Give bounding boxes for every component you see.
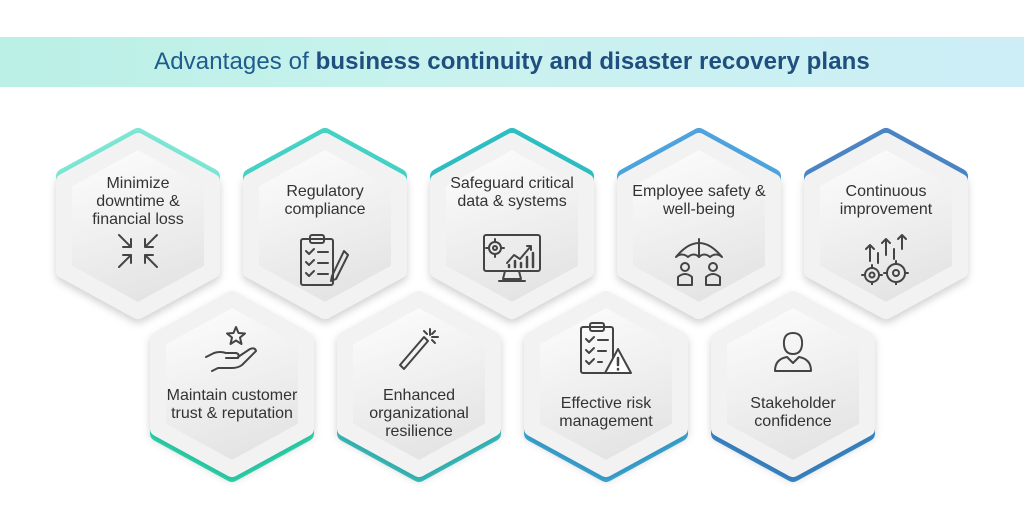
hexagon-card-bottom_row-2: Effective risk management [524, 291, 688, 482]
person-icon [771, 329, 815, 378]
hexagon-card-top_row-3: Employee safety & well-being [617, 128, 781, 319]
hexagon-face [617, 133, 781, 319]
arrows-inward-icon [115, 231, 161, 276]
hexagon-label: Regulatory compliance [284, 183, 366, 218]
magic-wand-icon [394, 323, 444, 378]
hexagon-face [56, 133, 220, 319]
hexagon-label: Safeguard critical data & systems [450, 175, 574, 210]
title-banner: Advantages of business continuity and di… [0, 37, 1024, 87]
hexagon-label: Employee safety & well-being [632, 183, 766, 218]
hexagon-label: Enhanced organizational resilience [369, 387, 469, 440]
hexagon-card-bottom_row-1: Enhanced organizational resilience [337, 291, 501, 482]
clipboard-checklist-icon [298, 233, 352, 294]
hexagon-label: Maintain customer trust & reputation [166, 387, 298, 422]
hexagon-face [430, 133, 594, 319]
hexagon-face [243, 133, 407, 319]
hexagon-card-top_row-1: Regulatory compliance [243, 128, 407, 319]
monitor-gear-chart-icon [481, 231, 543, 290]
hexagon-face [711, 291, 875, 477]
hexagon-shape [804, 128, 968, 319]
hexagon-face [150, 291, 314, 477]
hexagon-card-top_row-2: Safeguard critical data & systems [430, 128, 594, 319]
hexagon-shape [430, 128, 594, 319]
hexagon-shape [524, 291, 688, 482]
hexagon-shape [337, 291, 501, 482]
umbrella-people-icon [670, 233, 728, 292]
hexagon-face [337, 291, 501, 477]
hexagon-card-top_row-0: Minimize downtime & financial loss [56, 128, 220, 319]
hexagon-label: Minimize downtime & financial loss [92, 175, 184, 228]
hexagon-shape [711, 291, 875, 482]
title-prefix: Advantages of [154, 48, 316, 75]
hexagon-label: Effective risk management [559, 395, 653, 430]
hexagon-shape [150, 291, 314, 482]
hexagon-face [524, 291, 688, 477]
clipboard-warning-icon [578, 321, 634, 382]
hexagon-card-bottom_row-0: Maintain customer trust & reputation [150, 291, 314, 482]
title-bold: business continuity and disaster recover… [315, 48, 870, 75]
hexagon-card-bottom_row-3: Stakeholder confidence [711, 291, 875, 482]
hexagon-face [804, 133, 968, 319]
hexagon-card-top_row-4: Continuous improvement [804, 128, 968, 319]
hexagon-shape [56, 128, 220, 319]
hand-star-icon [202, 323, 262, 378]
gears-arrows-up-icon [858, 233, 914, 290]
hexagon-shape [243, 128, 407, 319]
page-title: Advantages of business continuity and di… [154, 48, 870, 76]
hexagon-label: Stakeholder confidence [750, 395, 836, 430]
hexagon-label: Continuous improvement [839, 183, 933, 218]
hexagon-shape [617, 128, 781, 319]
